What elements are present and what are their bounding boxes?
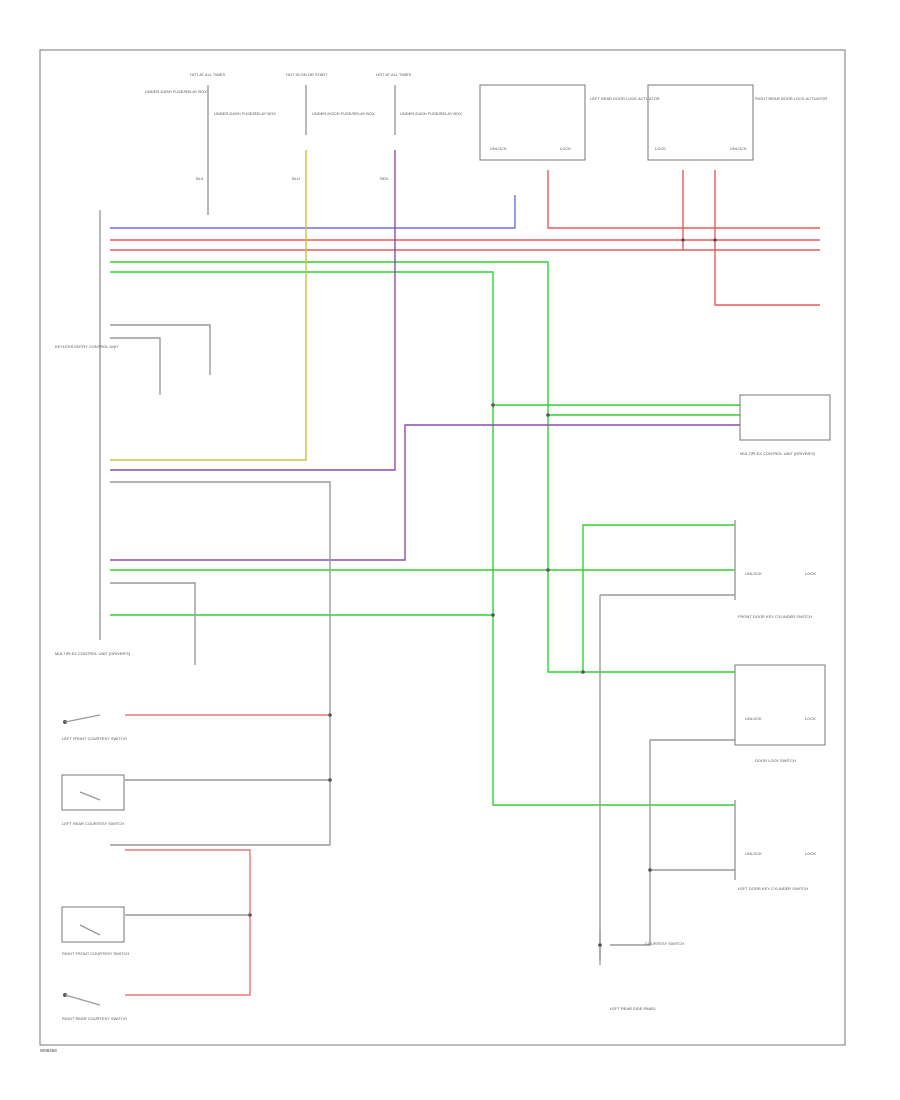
- wire-purple-2: [110, 424, 740, 561]
- keyless-entry-unit: KEYLESS ENTRY CONTROL UNIT MULTIPLEX CON…: [55, 210, 131, 656]
- svg-text:LEFT DOOR KEY CYLINDER SWITCH: LEFT DOOR KEY CYLINDER SWITCH: [738, 886, 808, 891]
- fuse-box-label-3: UNDER-DASH FUSE/RELAY BOX: [400, 111, 462, 116]
- wire-gray-4: [110, 582, 196, 665]
- left-front-courtesy-switch: LEFT FRONT COURTESY SWITCH: [62, 714, 127, 741]
- wire-red-5: [714, 170, 820, 306]
- right-actuator-lock: LOCK: [655, 146, 666, 151]
- svg-text:COURTESY SWITCH: COURTESY SWITCH: [645, 941, 684, 946]
- right-actuator-box: [647, 84, 754, 161]
- wire-green-6: [582, 524, 735, 672]
- power-sources: HOT AT ALL TIMES HOT IN ON OR START HOT …: [145, 72, 462, 215]
- left-rear-courtesy-switch: LEFT REAR COURTESY SWITCH: [61, 774, 125, 826]
- wire-tag-2: BLU: [292, 176, 300, 181]
- svg-text:LEFT FRONT COURTESY SWITCH: LEFT FRONT COURTESY SWITCH: [62, 736, 127, 741]
- multiplex-box-right: MULTIPLEX CONTROL UNIT (DRIVER'S): [739, 394, 831, 456]
- svg-text:RIGHT REAR COURTESY SWITCH: RIGHT REAR COURTESY SWITCH: [62, 1016, 127, 1021]
- svg-text:DOOR LOCK SWITCH: DOOR LOCK SWITCH: [755, 758, 796, 763]
- left-actuator-lock: LOCK: [560, 146, 571, 151]
- svg-text:LOCK: LOCK: [805, 716, 816, 721]
- wire-red-7: [125, 849, 251, 996]
- wire-purple-1: [110, 150, 396, 471]
- right-actuator-unlock: UNLOCK: [730, 146, 747, 151]
- svg-text:LEFT REAR COURTESY SWITCH: LEFT REAR COURTESY SWITCH: [62, 821, 124, 826]
- svg-text:RIGHT FRONT COURTESY SWITCH: RIGHT FRONT COURTESY SWITCH: [62, 951, 129, 956]
- wire-gray-8: [610, 740, 651, 946]
- diagram-frame: [39, 49, 846, 1046]
- hot-label-1: HOT AT ALL TIMES: [190, 72, 225, 77]
- junction-dots: [248, 238, 717, 947]
- svg-text:UNLOCK: UNLOCK: [745, 571, 762, 576]
- right-actuator-label: RIGHT REAR DOOR LOCK ACTUATOR: [755, 96, 827, 101]
- hot-label-2: HOT IN ON OR START: [286, 72, 328, 77]
- right-front-courtesy-switch: RIGHT FRONT COURTESY SWITCH: [61, 906, 129, 956]
- left-actuator-label: LEFT REAR DOOR LOCK ACTUATOR: [590, 96, 660, 101]
- svg-text:FRONT DOOR KEY CYLINDER SWITCH: FRONT DOOR KEY CYLINDER SWITCH: [738, 614, 812, 619]
- svg-text:LOCK: LOCK: [805, 851, 816, 856]
- left-actuator-box: [479, 84, 586, 161]
- left-key-cylinder-switch: UNLOCK LOCK LEFT DOOR KEY CYLINDER SWITC…: [734, 800, 816, 891]
- left-actuator-unlock: UNLOCK: [490, 146, 507, 151]
- right-rear-actuator: RIGHT REAR DOOR LOCK ACTUATOR LOCK UNLOC…: [647, 84, 827, 161]
- fuse-box-label-1: UNDER-DASH FUSE/RELAY BOX: [214, 111, 276, 116]
- svg-text:LOCK: LOCK: [805, 571, 816, 576]
- svg-text:MULTIPLEX CONTROL UNIT (DRIVER: MULTIPLEX CONTROL UNIT (DRIVER'S): [740, 451, 816, 456]
- wire-tag-1: BLK: [196, 176, 204, 181]
- svg-text:UNLOCK: UNLOCK: [745, 716, 762, 721]
- wire-tag-3: RED: [380, 176, 389, 181]
- wire-green-1: [110, 261, 735, 673]
- wire-green-2: [110, 271, 735, 806]
- svg-text:UNLOCK: UNLOCK: [745, 851, 762, 856]
- courtesy-ground: COURTESY SWITCH LEFT REAR SIDE PANEL: [599, 930, 684, 1011]
- wire-gray-3: [110, 481, 331, 846]
- right-rear-courtesy-switch: RIGHT REAR COURTESY SWITCH: [62, 993, 127, 1021]
- keyless-label: KEYLESS ENTRY CONTROL UNIT: [55, 344, 119, 349]
- wire-gray-1: [110, 324, 211, 375]
- wire-red-3: [547, 170, 820, 229]
- left-rear-actuator: LEFT REAR DOOR LOCK ACTUATOR UNLOCK LOCK: [479, 84, 660, 161]
- wire-blue-upper: [110, 195, 516, 229]
- svg-text:LEFT REAR SIDE PANEL: LEFT REAR SIDE PANEL: [610, 1006, 657, 1011]
- fuse-box-label-2: UNDER-HOOD FUSE/RELAY BOX: [312, 111, 375, 116]
- wire-gray-2: [110, 337, 161, 395]
- front-key-cylinder-switch: UNLOCK LOCK FRONT DOOR KEY CYLINDER SWIT…: [734, 520, 816, 619]
- hot-label-3: HOT AT ALL TIMES: [376, 72, 411, 77]
- figure-id: W98458: [40, 1048, 57, 1053]
- multiplex-label: MULTIPLEX CONTROL UNIT (DRIVER'S): [55, 651, 131, 656]
- wire-yellow: [110, 150, 307, 461]
- fuse-label-1: UNDER-DASH FUSE/RELAY BOX: [145, 89, 207, 94]
- door-lock-switch: UNLOCK LOCK DOOR LOCK SWITCH: [734, 664, 826, 763]
